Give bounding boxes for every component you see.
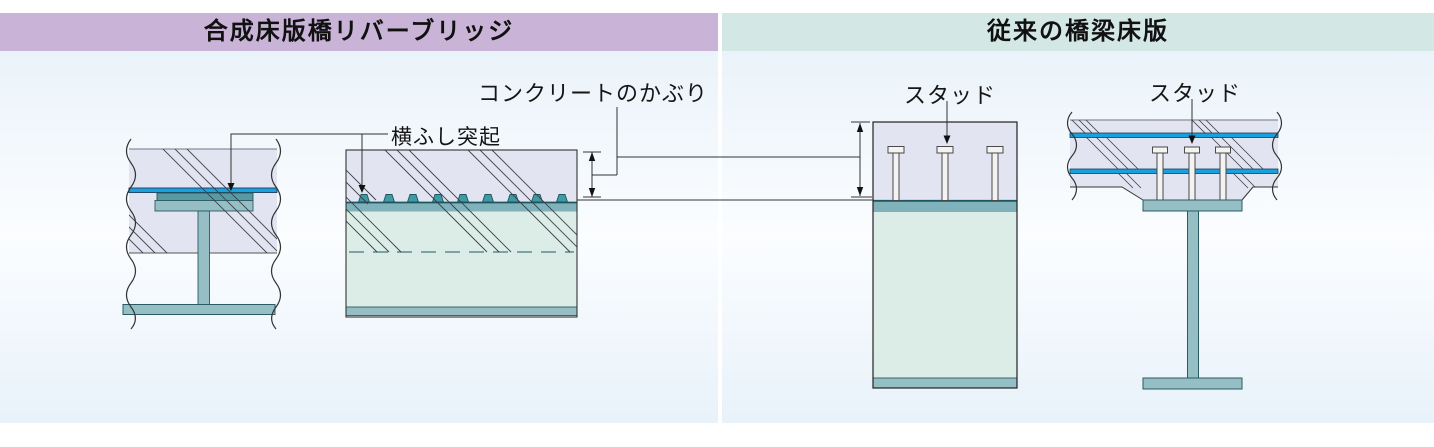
transverse-rib-label: 横ふし突起 xyxy=(391,126,501,149)
panel-composite-deck: 合成床版橋リバーブリッジ xyxy=(0,13,718,423)
stud-label-girder: スタッド xyxy=(1149,81,1242,106)
conventional-deck-header: 従来の橋梁床版 xyxy=(722,13,1434,51)
composite-deck-header: 合成床版橋リバーブリッジ xyxy=(0,13,718,51)
panel-conventional-deck: 従来の橋梁床版 xyxy=(722,13,1434,423)
concrete-cover-label: コンクリートのかぶり xyxy=(478,81,709,106)
stud-label-sc-deck: スタッド xyxy=(904,83,997,108)
